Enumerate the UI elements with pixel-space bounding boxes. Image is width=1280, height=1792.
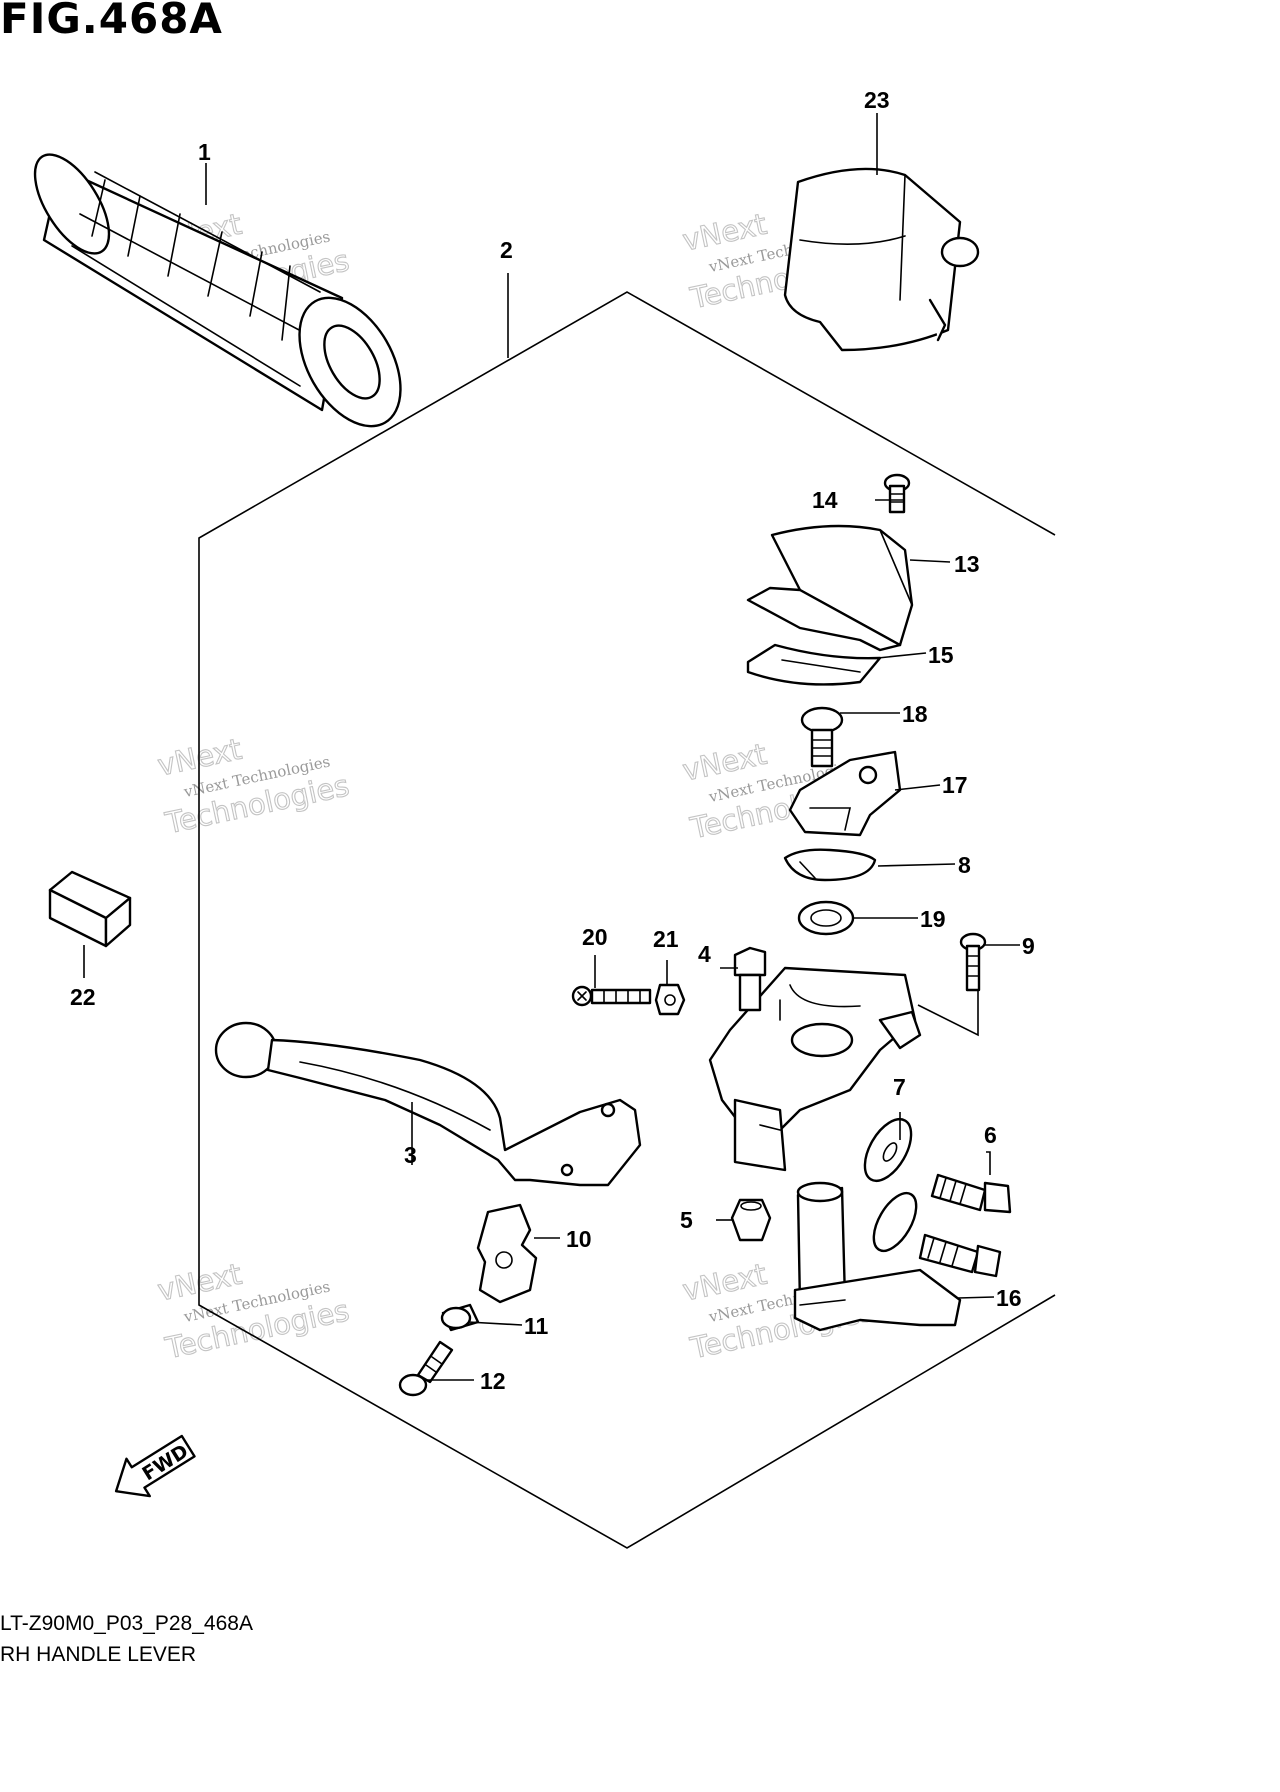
callout-21: 21 — [653, 926, 679, 952]
callout-10: 10 — [566, 1226, 592, 1252]
callout-18: 18 — [902, 701, 928, 727]
watermark-5: vNext vNext Technologies Technologies — [154, 1256, 353, 1366]
part-20-bolt — [571, 985, 652, 1007]
callout-3: 3 — [404, 1142, 417, 1168]
callout-5: 5 — [680, 1207, 693, 1233]
part-23-switch-box — [783, 167, 980, 352]
part-13-cap — [746, 524, 914, 652]
part-19-oring — [797, 900, 855, 936]
figure-code: LT-Z90M0_P03_P28_468A — [0, 1612, 253, 1635]
part-7-washer — [863, 1118, 913, 1182]
callout-15: 15 — [928, 642, 954, 668]
figure-title: FIG.468A — [0, 0, 223, 43]
callout-23: 23 — [864, 87, 890, 113]
watermark-3: vNext vNext Technologies Technologies — [154, 731, 353, 841]
callout-11: 11 — [524, 1313, 549, 1339]
callout-22: 22 — [70, 984, 96, 1010]
callout-14: 14 — [812, 487, 838, 513]
leader-lines — [83, 113, 1020, 1381]
part-16-push-lever — [793, 1181, 962, 1332]
part-10-bracket — [476, 1203, 538, 1304]
callout-20: 20 — [582, 924, 608, 950]
callout-16: 16 — [996, 1285, 1022, 1311]
callout-4: 4 — [698, 941, 711, 967]
callout-9: 9 — [1022, 933, 1035, 959]
part-22-grease — [48, 870, 132, 948]
part-4-pivot-bolt — [733, 946, 767, 1012]
callout-17: 17 — [942, 772, 968, 798]
part-21-nut — [654, 983, 686, 1016]
callout-labels: 1 2 3 4 5 6 7 8 9 10 11 12 13 14 15 16 1… — [70, 87, 1035, 1394]
part-6-adjuster-bolt — [930, 1173, 1012, 1214]
callout-12: 12 — [480, 1368, 506, 1394]
part-14-screw — [883, 473, 911, 514]
figure-name: RH HANDLE LEVER — [0, 1643, 197, 1666]
callout-1: 1 — [198, 139, 211, 165]
fwd-arrow-icon: FWD — [114, 1434, 196, 1498]
part-8-spring — [783, 848, 877, 882]
callout-7: 7 — [893, 1074, 906, 1100]
callout-19: 19 — [920, 906, 946, 932]
part-15-diaphragm — [746, 643, 882, 686]
callout-6: 6 — [984, 1122, 997, 1148]
part-11-collar — [440, 1303, 480, 1332]
part-3-brake-lever — [214, 1021, 642, 1187]
part-1-grip — [33, 153, 402, 428]
part-12-bolt — [398, 1340, 454, 1397]
callout-2: 2 — [500, 237, 513, 263]
part-adjuster-lower — [872, 1191, 1002, 1278]
callout-13: 13 — [954, 551, 980, 577]
assembly-outline — [198, 291, 1056, 1549]
part-18-bolt — [800, 706, 844, 768]
callout-8: 8 — [958, 852, 971, 878]
part-17-plate — [788, 750, 902, 837]
master-cylinder-body — [708, 966, 922, 1172]
part-9-screw — [959, 932, 987, 992]
part-5-nut — [730, 1198, 772, 1242]
